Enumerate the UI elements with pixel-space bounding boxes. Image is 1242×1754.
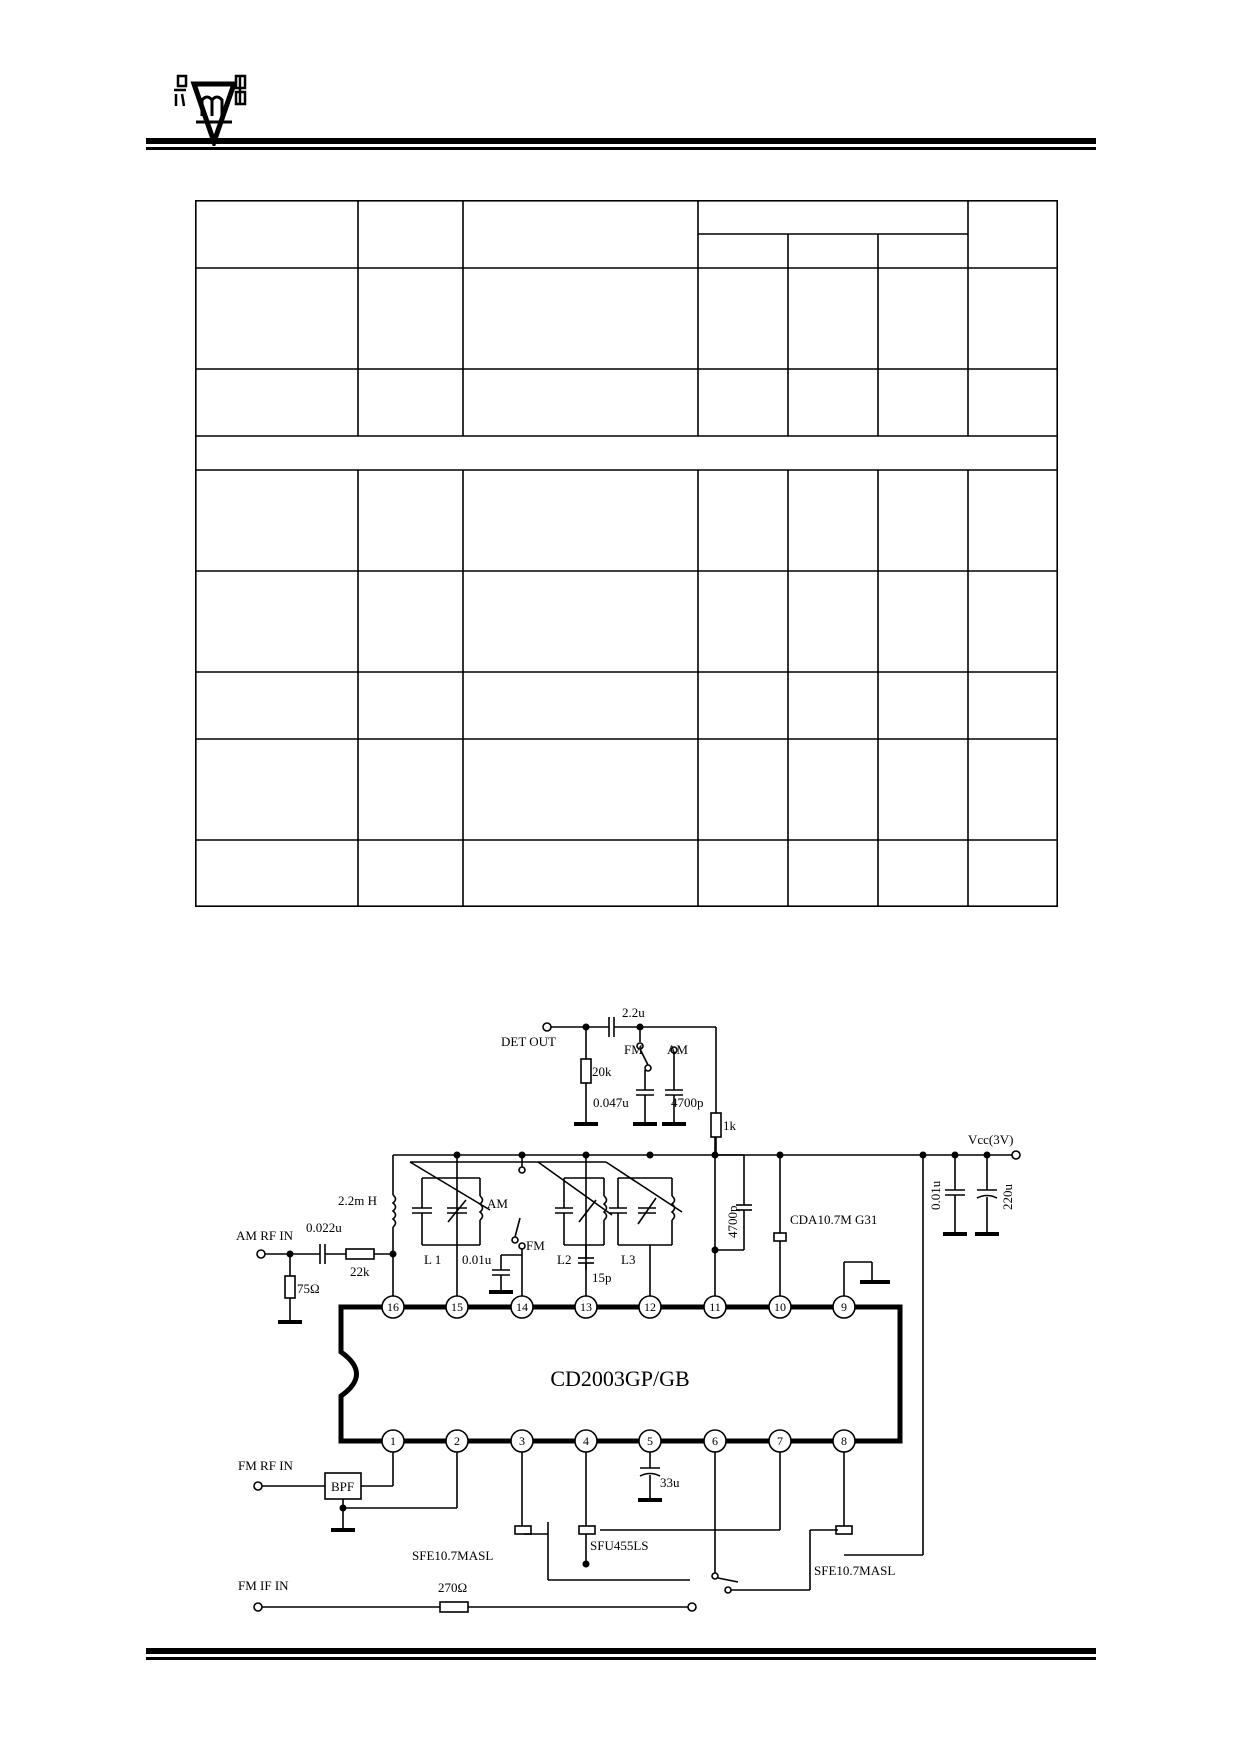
cap-2-2u-label: 2.2u (622, 1005, 645, 1020)
det-out-label: DET OUT (501, 1034, 556, 1049)
pin-number-6: 6 (712, 1434, 718, 1448)
inductor-2-2mh-label: 2.2m H (338, 1193, 377, 1208)
cap-0-047u-label: 0.047u (593, 1095, 629, 1110)
fm-if-in-label: FM IF IN (238, 1578, 289, 1593)
l2-label: L2 (557, 1252, 571, 1267)
cap-4700p-mid-label: 4700p (725, 1206, 740, 1239)
sfe-right-label: SFE10.7MASL (814, 1563, 895, 1578)
pin-number-16: 16 (387, 1300, 399, 1314)
cap-0-022u-label: 0.022u (306, 1220, 342, 1235)
footer-rule-thin (146, 1657, 1096, 1660)
header-rule (146, 138, 1096, 144)
res-1k-label: 1k (723, 1118, 737, 1133)
pin-number-11: 11 (709, 1300, 721, 1314)
junction-dots (286, 1023, 991, 1568)
pin-number-8: 8 (841, 1434, 847, 1448)
fm-rf-in-label: FM RF IN (238, 1458, 294, 1473)
cda-label: CDA10.7M G31 (790, 1212, 877, 1227)
pin-number-3: 3 (519, 1434, 525, 1448)
pin-number-15: 15 (451, 1300, 463, 1314)
spec-table (195, 200, 1058, 907)
cap-220u-label: 220u (1000, 1184, 1015, 1211)
pin-number-9: 9 (841, 1300, 847, 1314)
sfu-label: SFU455LS (590, 1538, 649, 1553)
l3-label: L3 (621, 1252, 635, 1267)
cap-0-01u-right-label: 0.01u (928, 1180, 943, 1210)
footer-rule (146, 1648, 1096, 1654)
am-switch-label-top: AM (667, 1042, 688, 1057)
l1-label: L 1 (424, 1252, 441, 1267)
ic-part-number: CD2003GP/GB (550, 1366, 689, 1391)
cap-0-01u-mid-label: 0.01u (462, 1252, 492, 1267)
pin-number-12: 12 (644, 1300, 656, 1314)
pin-number-10: 10 (774, 1300, 786, 1314)
res-270-label: 270Ω (438, 1580, 467, 1595)
pin-number-14: 14 (516, 1300, 528, 1314)
sfe-left-label: SFE10.7MASL (412, 1548, 493, 1563)
res-20k-label: 20k (592, 1064, 612, 1079)
res-75-label: 75Ω (297, 1281, 320, 1296)
bpf-label: BPF (331, 1479, 354, 1494)
cap-15p-label: 15p (592, 1270, 612, 1285)
fm-switch-label-mid: FM (526, 1238, 545, 1253)
pin-number-1: 1 (390, 1434, 396, 1448)
pin-number-7: 7 (777, 1434, 783, 1448)
cap-33u-label: 33u (660, 1475, 680, 1490)
header-rule-thin (146, 147, 1096, 150)
fm-switch-label-top: FM (624, 1042, 643, 1057)
company-logo (174, 74, 247, 146)
vcc-label: Vcc(3V) (968, 1132, 1013, 1147)
cap-4700p-top-label: 4700p (671, 1095, 704, 1110)
am-switch-label-mid: AM (487, 1196, 508, 1211)
am-rf-in-label: AM RF IN (236, 1228, 294, 1243)
pin-number-13: 13 (580, 1300, 592, 1314)
pin-number-2: 2 (454, 1434, 460, 1448)
res-22k-label: 22k (350, 1264, 370, 1279)
pin-number-5: 5 (647, 1434, 653, 1448)
pin-number-4: 4 (583, 1434, 589, 1448)
